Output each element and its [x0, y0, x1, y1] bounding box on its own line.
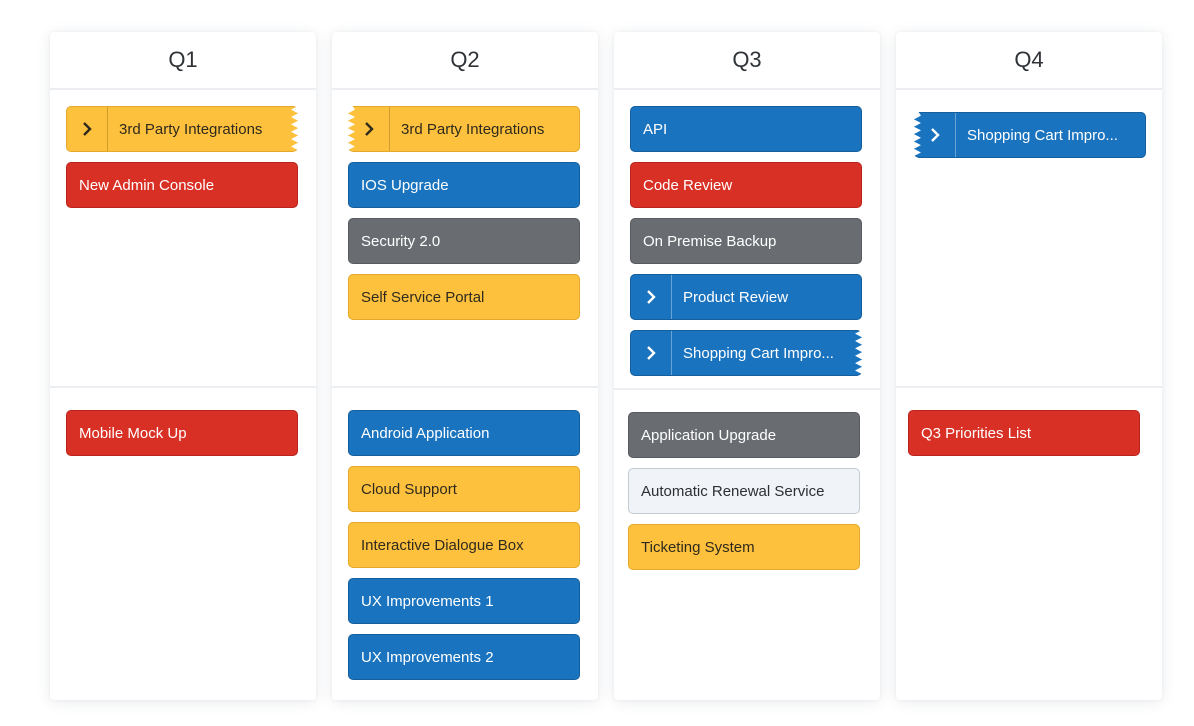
chevron-right-icon[interactable] [631, 275, 672, 319]
card-label: Shopping Cart Impro... [683, 345, 834, 362]
chevron-right-icon[interactable] [67, 107, 108, 151]
card-mobile-mock-up[interactable]: Mobile Mock Up [66, 410, 298, 456]
card-ticketing-system[interactable]: Ticketing System [628, 524, 860, 570]
column-q2: Q2 3rd Party Integrations IOS Upgrade Se… [332, 32, 598, 700]
card-automatic-renewal-service[interactable]: Automatic Renewal Service [628, 468, 860, 514]
card-self-service-portal[interactable]: Self Service Portal [348, 274, 580, 320]
card-product-review[interactable]: Product Review [630, 274, 862, 320]
column-title-q4: Q4 [896, 32, 1162, 90]
card-on-premise-backup[interactable]: On Premise Backup [630, 218, 862, 264]
card-ux-improvements-1[interactable]: UX Improvements 1 [348, 578, 580, 624]
lane-divider [896, 386, 1162, 388]
card-label: Product Review [683, 289, 789, 306]
card-cloud-support[interactable]: Cloud Support [348, 466, 580, 512]
card-api[interactable]: API [630, 106, 862, 152]
card-application-upgrade[interactable]: Application Upgrade [628, 412, 860, 458]
column-q4: Q4 Shopping Cart Impro... Q3 Priorities … [896, 32, 1162, 700]
lane-divider [50, 386, 316, 388]
column-title-q1: Q1 [50, 32, 316, 90]
card-code-review[interactable]: Code Review [630, 162, 862, 208]
card-new-admin-console[interactable]: New Admin Console [66, 162, 298, 208]
card-shopping-cart-improvements[interactable]: Shopping Cart Impro... [914, 112, 1146, 158]
column-q3: Q3 API Code Review On Premise Backup Pro… [614, 32, 880, 700]
card-3rd-party-integrations[interactable]: 3rd Party Integrations [66, 106, 298, 152]
column-title-q2: Q2 [332, 32, 598, 90]
card-label: 3rd Party Integrations [119, 121, 263, 138]
card-security-2-0[interactable]: Security 2.0 [348, 218, 580, 264]
card-q3-priorities-list[interactable]: Q3 Priorities List [908, 410, 1140, 456]
card-ios-upgrade[interactable]: IOS Upgrade [348, 162, 580, 208]
card-android-application[interactable]: Android Application [348, 410, 580, 456]
card-3rd-party-integrations[interactable]: 3rd Party Integrations [348, 106, 580, 152]
chevron-right-icon[interactable] [349, 107, 390, 151]
lane-divider [614, 388, 880, 390]
card-label: Shopping Cart Impro... [967, 127, 1118, 144]
card-shopping-cart-improvements[interactable]: Shopping Cart Impro... [630, 330, 862, 376]
card-interactive-dialogue-box[interactable]: Interactive Dialogue Box [348, 522, 580, 568]
card-ux-improvements-2[interactable]: UX Improvements 2 [348, 634, 580, 680]
chevron-right-icon[interactable] [915, 113, 956, 157]
chevron-right-icon[interactable] [631, 331, 672, 375]
lane-divider [332, 386, 598, 388]
card-label: 3rd Party Integrations [401, 121, 545, 138]
column-q1: Q1 3rd Party Integrations New Admin Cons… [50, 32, 316, 700]
column-title-q3: Q3 [614, 32, 880, 90]
